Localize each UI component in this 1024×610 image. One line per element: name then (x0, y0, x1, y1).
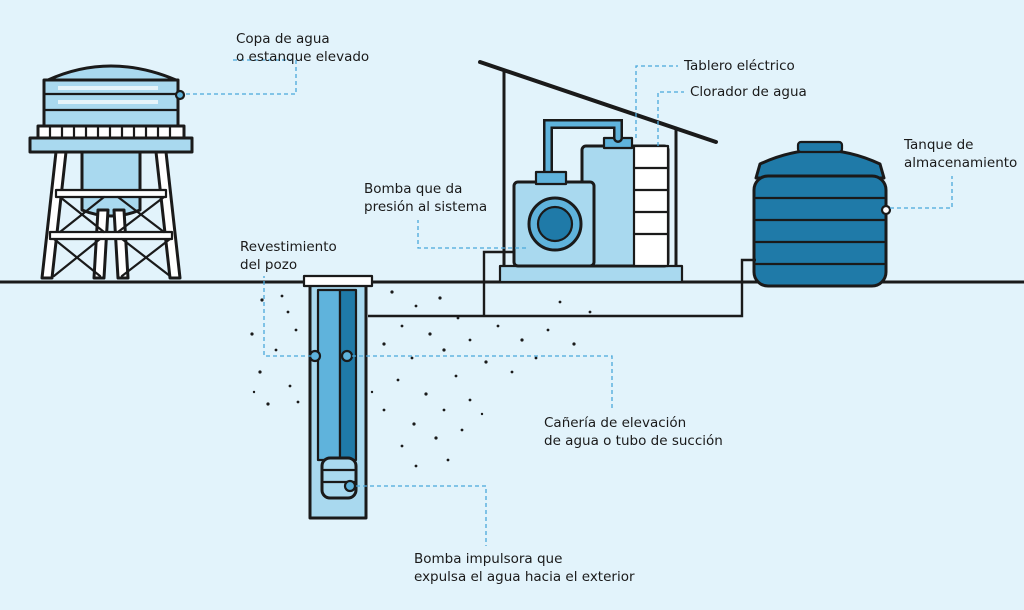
label-line: Copa de agua (236, 31, 330, 47)
label-line: Tablero eléctrico (684, 58, 795, 74)
electrical-panel-label: Tablero eléctrico (684, 57, 795, 75)
pressure-pump (512, 170, 596, 268)
label-line: Revestimiento (240, 239, 337, 255)
well-casing-label: Revestimiento del pozo (240, 238, 337, 274)
storage-tank (752, 140, 892, 288)
label-line: presión al sistema (364, 199, 488, 215)
lift-pipe-label: Cañería de elevación de agua o tubo de s… (544, 414, 723, 450)
label-line: Bomba que da (364, 181, 463, 197)
label-line: Bomba impulsora que (414, 551, 563, 567)
label-line: del pozo (240, 257, 298, 273)
label-line: de agua o tubo de succión (544, 433, 723, 449)
pressure-pump-label: Bomba que da presión al sistema (364, 180, 487, 216)
chlorinator-label: Clorador de agua (690, 83, 807, 101)
storage-tank-label: Tanque de almacenamiento (904, 136, 1017, 172)
label-line: Clorador de agua (690, 84, 807, 100)
water-tower (28, 64, 194, 280)
leader-lines (186, 59, 953, 546)
label-line: almacenamiento (904, 155, 1018, 171)
soil-particles (250, 290, 592, 468)
label-line: Cañería de elevación (544, 415, 687, 431)
well (302, 274, 374, 520)
chlorinator (543, 119, 670, 268)
submersible-pump-label: Bomba impulsora que expulsa el agua haci… (414, 550, 635, 586)
pump-shed (478, 60, 718, 284)
water-tower-label: Copa de agua o estanque elevado (236, 30, 369, 66)
label-line: Tanque de (904, 137, 974, 153)
label-line: o estanque elevado (236, 49, 370, 65)
label-line: expulsa el agua hacia el exterior (414, 569, 635, 585)
